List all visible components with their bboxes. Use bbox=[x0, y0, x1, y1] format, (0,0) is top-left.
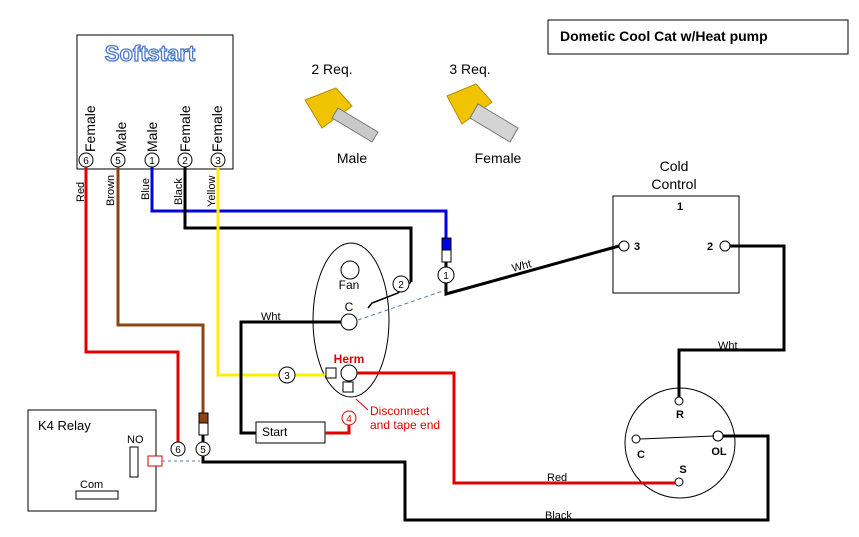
terminal-2-type: Female bbox=[177, 105, 193, 152]
male-connector-image bbox=[304, 87, 379, 143]
svg-text:4: 4 bbox=[346, 414, 352, 425]
female-connector-image bbox=[446, 83, 519, 143]
svg-text:2: 2 bbox=[182, 156, 188, 167]
softstart-logo: Softstart bbox=[105, 41, 196, 66]
disconnect-note-1: Disconnect bbox=[370, 404, 430, 418]
svg-text:3: 3 bbox=[284, 371, 290, 382]
herm-label: Herm bbox=[334, 352, 365, 366]
white-wire-control bbox=[444, 244, 620, 296]
cold-control-term-1: 1 bbox=[677, 201, 683, 213]
svg-text:3: 3 bbox=[215, 156, 221, 167]
wire-label-yellow: Yellow bbox=[206, 176, 218, 207]
relay-com-label: Com bbox=[80, 479, 103, 491]
white-wire-motor bbox=[677, 244, 786, 397]
svg-text:5: 5 bbox=[115, 156, 121, 167]
white-wire-c bbox=[239, 320, 341, 435]
cold-control-term-3: 3 bbox=[634, 241, 640, 253]
svg-text:2: 2 bbox=[398, 280, 404, 291]
label-wht-control: Wht bbox=[511, 258, 533, 275]
motor-c-label: C bbox=[637, 449, 645, 461]
svg-text:1: 1 bbox=[443, 271, 449, 282]
brown-wire bbox=[116, 167, 205, 413]
female-label: Female bbox=[475, 150, 522, 166]
relay-no-label: NO bbox=[127, 434, 144, 446]
wire-label-blue: Blue bbox=[140, 178, 152, 200]
motor-ol-label: OL bbox=[711, 446, 727, 458]
svg-text:6: 6 bbox=[83, 156, 89, 167]
label-wht-c: Wht bbox=[261, 311, 281, 323]
c-label: C bbox=[345, 300, 354, 314]
terminal-6-type: Female bbox=[82, 105, 98, 152]
yellow-wire bbox=[216, 167, 325, 377]
wire-markers: 2 1 3 4 6 5 bbox=[170, 266, 455, 457]
diagram-title: Dometic Cool Cat w/Heat pump bbox=[560, 28, 768, 44]
wire-label-black: Black bbox=[173, 178, 185, 205]
k4-relay-title: K4 Relay bbox=[38, 418, 91, 433]
label-red-motor: Red bbox=[547, 472, 567, 484]
male-required: 2 Req. bbox=[311, 61, 352, 77]
start-label: Start bbox=[262, 425, 288, 439]
cold-control-title-1: Cold bbox=[660, 158, 689, 174]
red-wire-motor bbox=[357, 371, 675, 485]
terminal-5-type: Male bbox=[113, 121, 129, 152]
label-wht-motor: Wht bbox=[718, 340, 738, 352]
svg-text:5: 5 bbox=[200, 445, 206, 456]
wire-label-red: Red bbox=[75, 182, 87, 202]
label-black-motor: Black bbox=[545, 510, 572, 522]
softstart-terminals: 6 5 1 2 3 bbox=[78, 152, 226, 168]
terminal-1-type: Male bbox=[144, 121, 160, 152]
blue-wire bbox=[150, 167, 448, 240]
title-box bbox=[547, 19, 849, 55]
cold-control-term-2: 2 bbox=[707, 241, 713, 253]
black-wire-motor bbox=[201, 434, 770, 522]
fan-label: Fan bbox=[339, 278, 360, 292]
motor-s-label: S bbox=[679, 464, 686, 476]
svg-text:1: 1 bbox=[149, 156, 155, 167]
black-wire-softstart bbox=[183, 167, 413, 282]
disconnect-note-2: and tape end bbox=[370, 418, 440, 432]
cold-control-title-2: Control bbox=[651, 176, 696, 192]
motor-r-label: R bbox=[676, 409, 684, 421]
male-label: Male bbox=[337, 150, 368, 166]
wire-label-brown: Brown bbox=[105, 175, 117, 206]
softstart-box bbox=[76, 34, 234, 170]
svg-text:6: 6 bbox=[175, 445, 181, 456]
red-wire-softstart bbox=[84, 167, 180, 446]
terminal-3-type: Female bbox=[209, 105, 225, 152]
female-required: 3 Req. bbox=[449, 61, 490, 77]
